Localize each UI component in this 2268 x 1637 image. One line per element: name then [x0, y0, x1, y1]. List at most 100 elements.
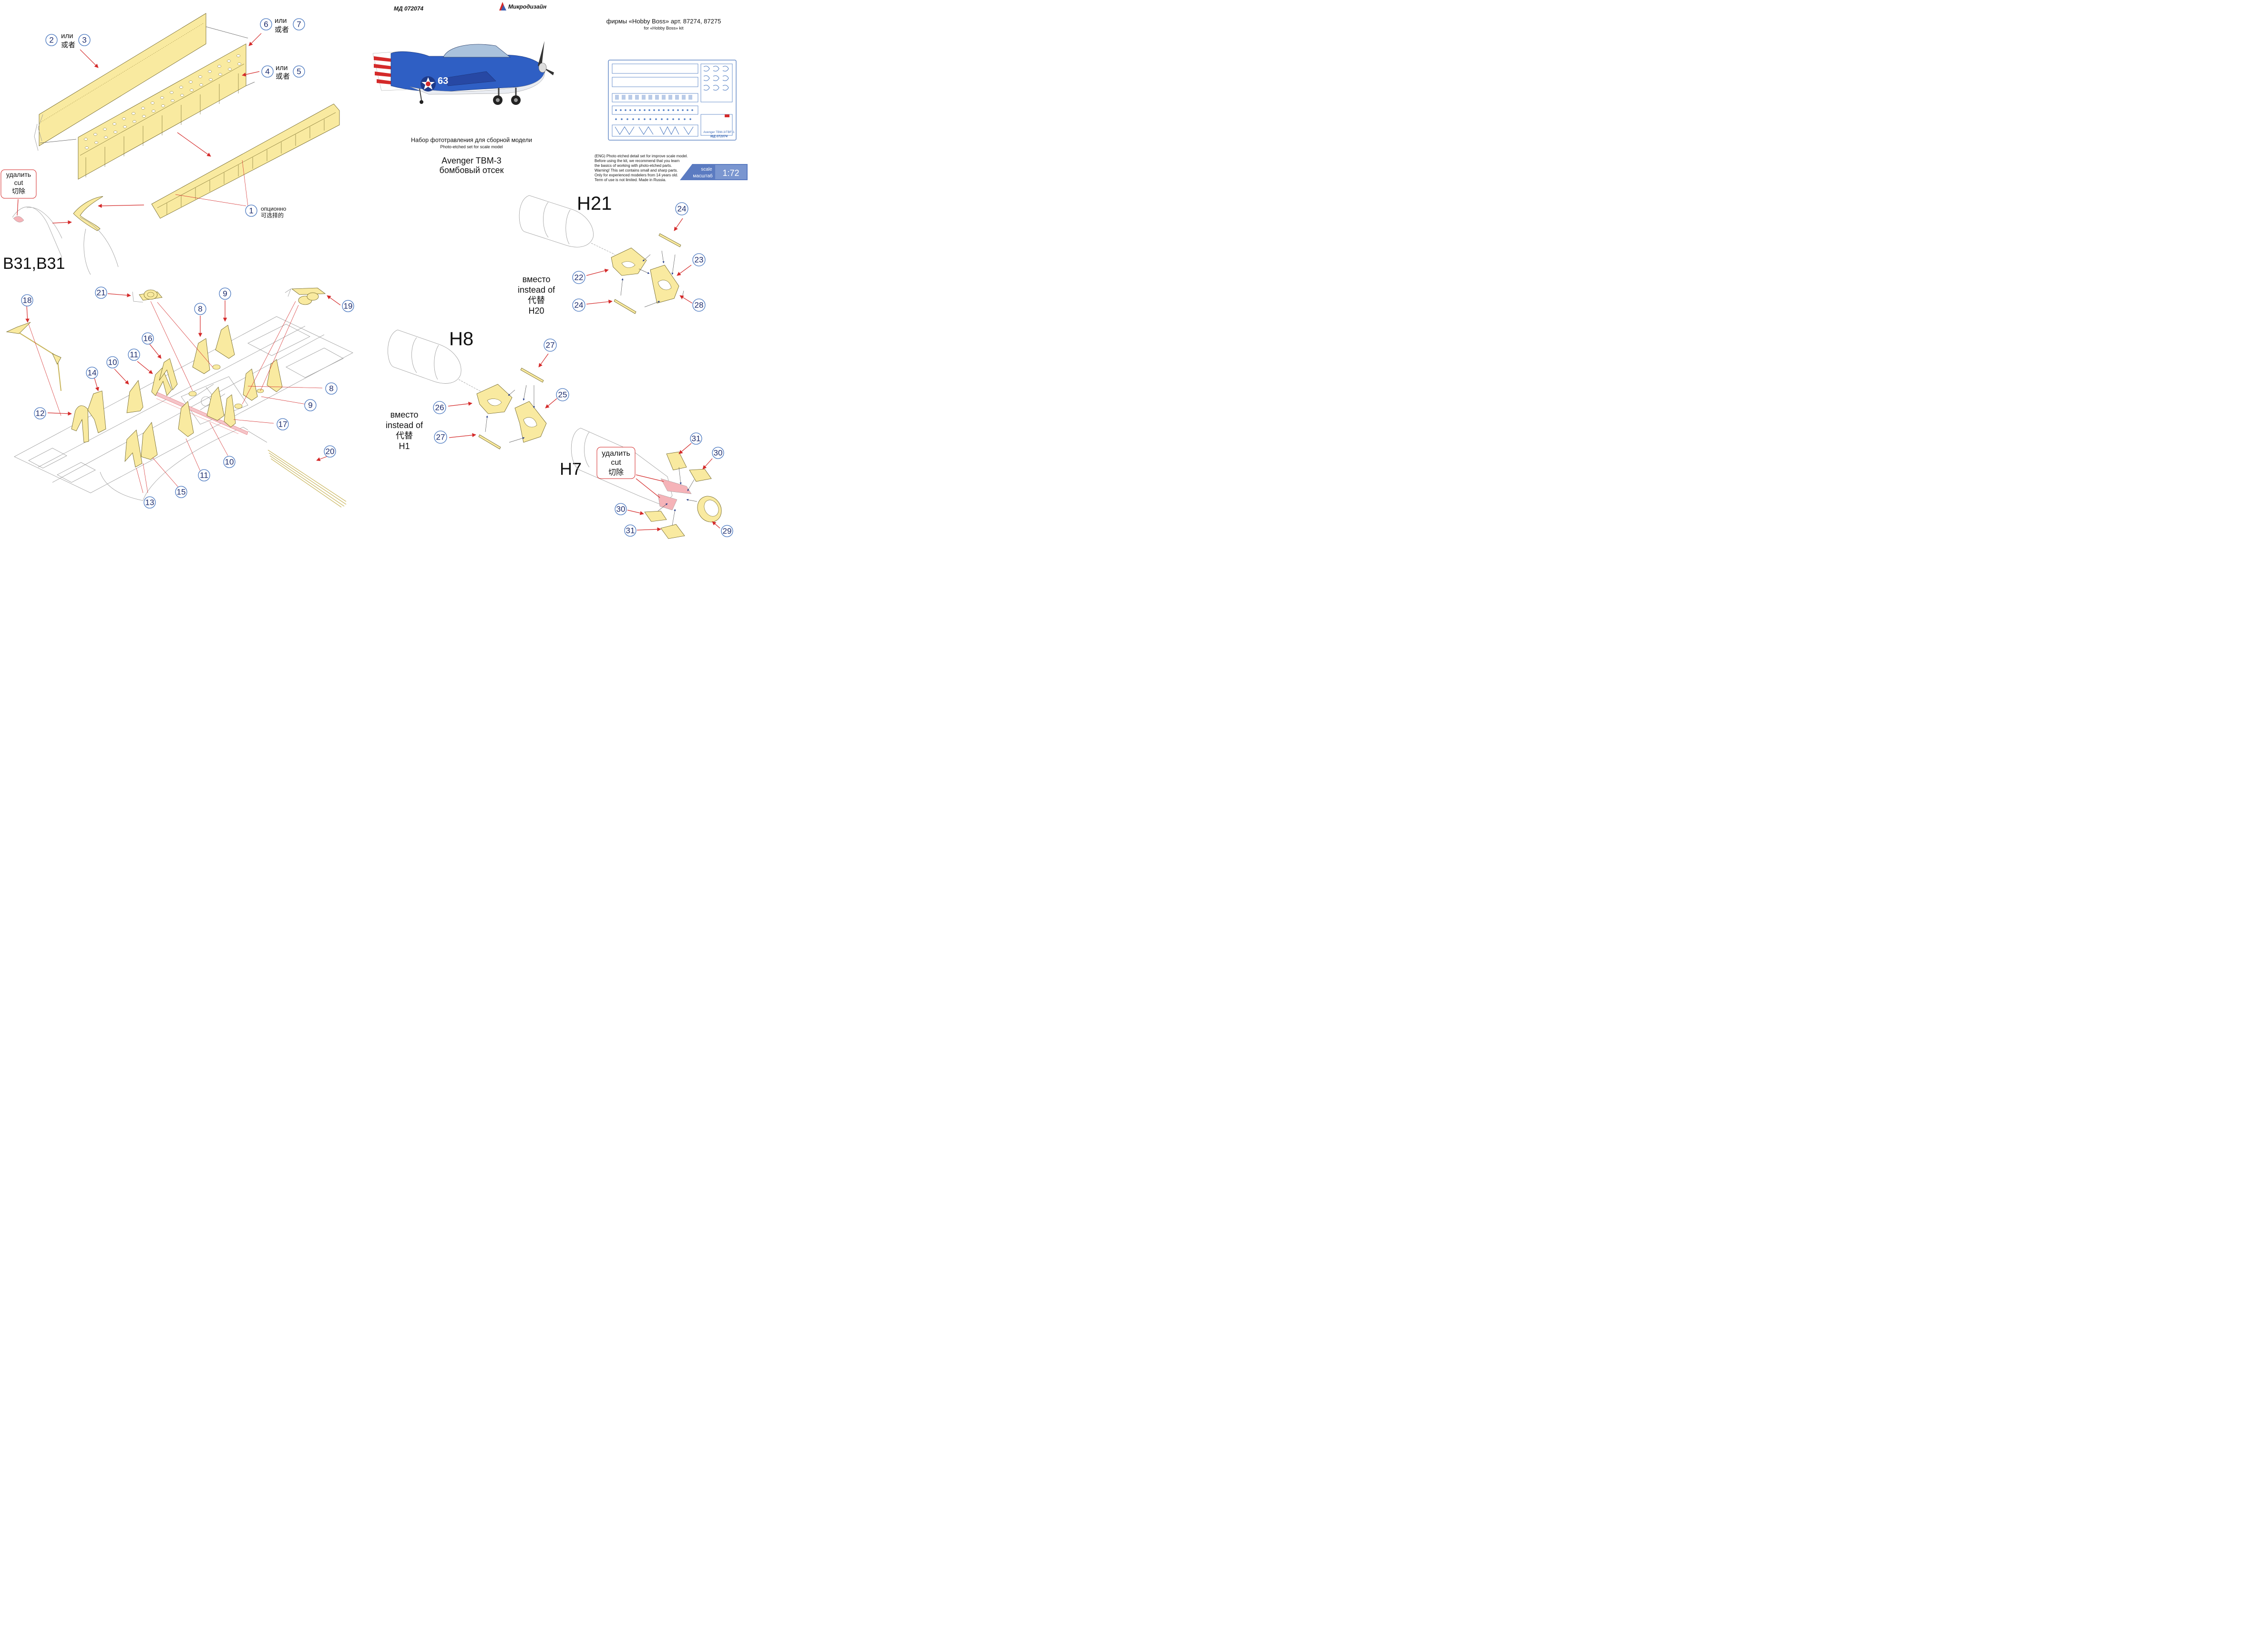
arrow: [545, 398, 557, 409]
h7-cut-area: [660, 478, 692, 494]
door-bay-frame: [151, 103, 340, 219]
arrow: [448, 401, 472, 407]
bulkhead-frames: [71, 325, 283, 468]
callout-number: 30: [616, 505, 626, 514]
callout-number: 31: [692, 434, 701, 443]
callout-number: 3: [82, 36, 86, 45]
callout-number: 11: [130, 350, 138, 359]
callout-number: 8: [198, 305, 202, 314]
callout: 28: [692, 298, 706, 312]
frame-11: [151, 368, 172, 396]
fuselage-underside: [410, 71, 545, 95]
callout: 11: [128, 348, 140, 361]
frame-11b: [178, 401, 194, 437]
arrow: [137, 361, 153, 374]
cut-label-cn: 切除: [12, 188, 25, 195]
callout: 23: [692, 253, 706, 266]
callout-number: 5: [297, 67, 301, 76]
or-label: или: [61, 32, 73, 40]
callout: 9: [304, 399, 317, 411]
frame-14: [87, 390, 106, 433]
arrow: [149, 344, 162, 359]
arrow: [177, 132, 211, 157]
h21-strip-bottom: [614, 299, 636, 314]
arrow: [586, 268, 609, 276]
callout: 19: [342, 300, 354, 312]
landing-gear: [419, 88, 521, 105]
bay-door-assembly: [34, 13, 340, 219]
callout-number: 28: [695, 301, 704, 310]
optional-label: опционно: [261, 205, 287, 212]
arrow: [248, 33, 262, 46]
callout-number: 26: [435, 403, 444, 412]
cut-box: [596, 447, 636, 479]
bomb-h21: H21 вместо instead of 代替 H20: [518, 193, 693, 316]
header: МД 072074 Микродизайн фирмы «Hobby Boss»…: [394, 2, 721, 175]
callout: 12: [34, 407, 46, 419]
section-label-h7: H7: [560, 459, 582, 479]
callout: 8: [325, 382, 338, 395]
callout: 31: [690, 432, 702, 445]
arrow: [627, 510, 644, 515]
brand-name: Микродизайн: [508, 3, 547, 10]
h7-cut-area: [657, 493, 677, 511]
callout-number: 9: [308, 401, 312, 410]
brand-logo: [499, 2, 506, 10]
callout: 10: [106, 356, 119, 368]
callout-number: 25: [558, 390, 567, 399]
replaced-part-h20: H20: [528, 306, 544, 316]
scale-badge: scale масштаб 1:72: [680, 164, 748, 180]
section-label-b31: B31,B31: [3, 255, 65, 273]
callout-number: 18: [23, 296, 32, 305]
callout: 24: [675, 202, 688, 215]
h8-strip-top: [520, 368, 544, 383]
kit-line: фирмы «Hobby Boss» арт. 87274, 87275: [606, 18, 721, 25]
cut-label-ru: удалить: [6, 171, 31, 178]
callout-number: 10: [108, 358, 117, 367]
callout-number: 23: [695, 256, 704, 265]
callout-number: 24: [575, 301, 584, 310]
callout-number: 31: [626, 526, 635, 535]
callout-number: 30: [714, 449, 723, 458]
callout: 30: [712, 447, 724, 459]
h7-fin-30-bottom: [644, 511, 667, 522]
callout: 20: [324, 445, 336, 458]
optional-label-cn: 可选择的: [261, 212, 284, 219]
cut-box: [0, 169, 37, 199]
warning-line: Only for experienced modelers from 14 ye…: [595, 173, 678, 177]
callout-number: 15: [177, 488, 186, 497]
callout: 11: [198, 469, 210, 481]
callout-number: 12: [36, 409, 45, 418]
or-label-cn: 或者: [61, 41, 75, 49]
part-18: [6, 322, 31, 334]
callout-number: 22: [575, 273, 584, 282]
warning-line: Warning! This set contains small and sha…: [595, 168, 678, 173]
fret-thumbnail: Avenger TBM-3/TBF-1 МД 072074: [608, 60, 737, 141]
frame-9: [215, 325, 235, 359]
bomb-bay-interior: [6, 287, 353, 508]
frame-10b: [206, 387, 225, 421]
callout: 14: [86, 367, 98, 379]
fret-caption: Avenger TBM-3/TBF-1: [703, 131, 735, 134]
arrow: [47, 411, 72, 416]
cut-label-en: cut: [14, 179, 23, 186]
or-label: или: [276, 64, 288, 72]
fret-code: МД 072074: [710, 135, 728, 138]
callout-number: 21: [97, 288, 106, 297]
arrow: [98, 204, 144, 208]
arrow: [107, 293, 131, 297]
h7-fin-31-top: [666, 451, 687, 471]
callout-number: 9: [223, 289, 227, 298]
callout: 4: [261, 65, 274, 78]
callout: 6: [260, 18, 272, 31]
callout: 13: [144, 496, 156, 509]
kit-line-en: for «Hobby Boss» kit: [644, 26, 684, 31]
frame-13: [124, 430, 143, 468]
arrow: [712, 521, 720, 529]
callout-number: 29: [723, 527, 732, 536]
callout-number: 14: [88, 368, 97, 378]
or-label-cn: 或者: [276, 72, 290, 81]
arrow: [674, 218, 683, 231]
callout: 29: [721, 525, 733, 537]
arrow: [636, 527, 661, 532]
